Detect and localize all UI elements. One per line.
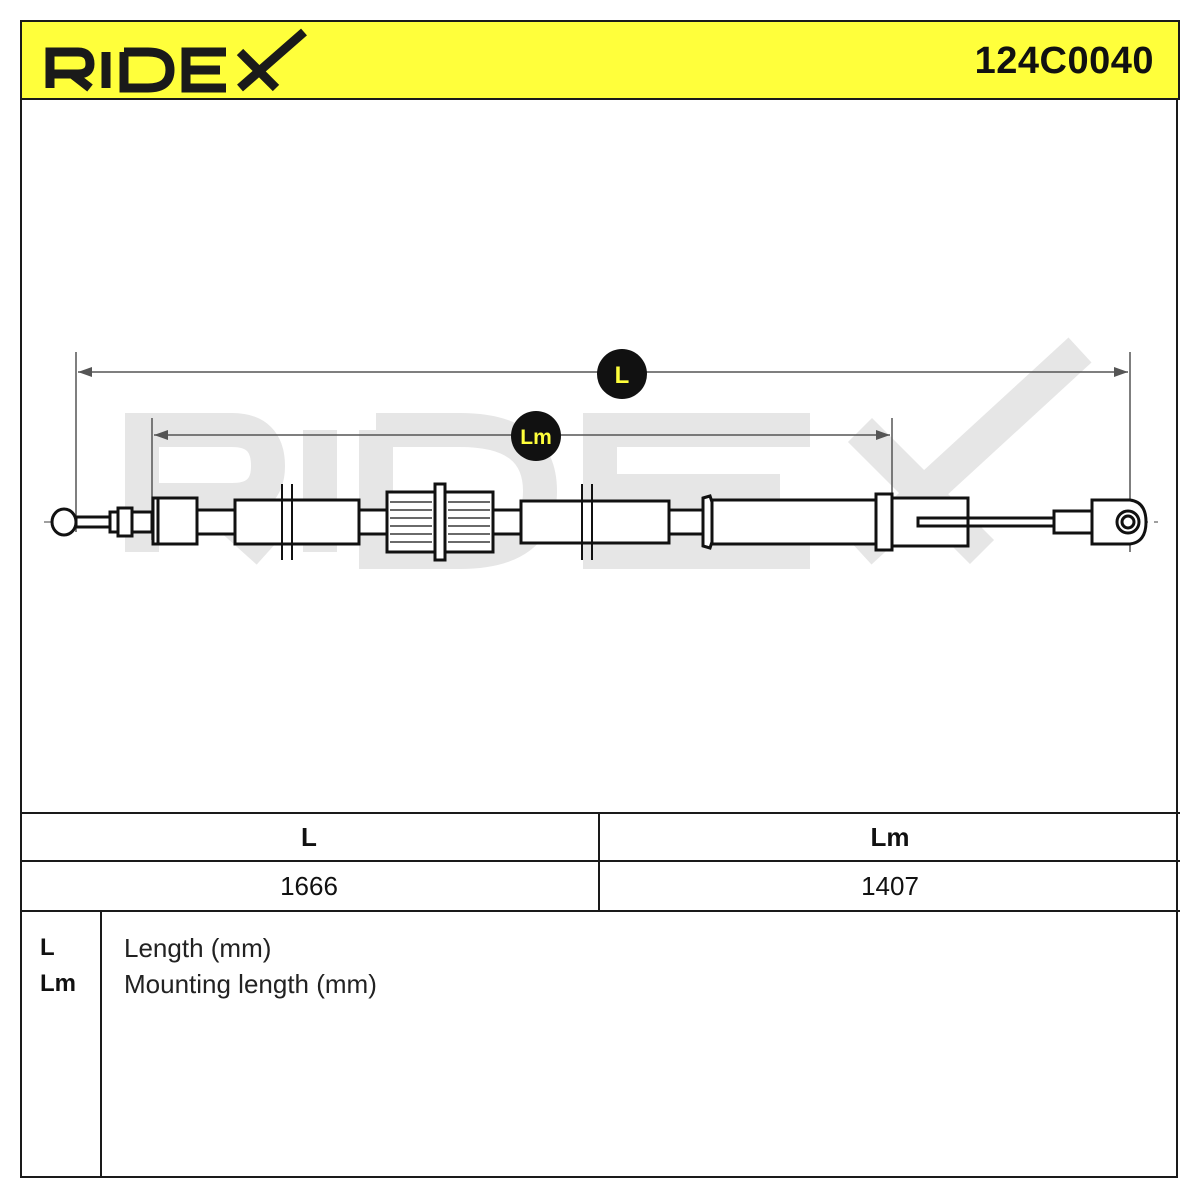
legend-desc-l: Length (mm) — [124, 933, 272, 963]
legend: L Lm Length (mm) Mounting length (mm) — [20, 910, 1180, 1180]
spec-value-l: 1666 — [20, 862, 600, 910]
legend-descriptions: Length (mm) Mounting length (mm) — [124, 930, 377, 1002]
legend-key-lm: Lm — [40, 970, 76, 997]
brake-cable — [50, 482, 1148, 562]
header-bar: 124C0040 — [20, 20, 1180, 100]
part-number: 124C0040 — [974, 40, 1154, 82]
legend-divider — [100, 910, 102, 1178]
cable-drawing: L Lm — [44, 337, 1162, 569]
marker-lm: Lm — [511, 411, 561, 461]
legend-keys: L Lm — [40, 930, 76, 1002]
marker-lm-label: Lm — [520, 426, 552, 449]
spec-value-lm: 1407 — [861, 870, 919, 901]
ridex-logo — [45, 28, 307, 93]
marker-l-label: L — [615, 362, 630, 389]
spec-header-row: L Lm — [20, 814, 1180, 862]
spec-header-l: L — [20, 814, 600, 860]
marker-l: L — [597, 349, 647, 399]
spec-value-row: 1666 1407 — [20, 862, 1180, 910]
legend-desc-lm: Mounting length (mm) — [124, 969, 377, 999]
legend-key-l: L — [40, 934, 55, 961]
spec-header-lm: Lm — [870, 821, 910, 852]
spec-table: L Lm 1666 1407 — [20, 812, 1180, 912]
